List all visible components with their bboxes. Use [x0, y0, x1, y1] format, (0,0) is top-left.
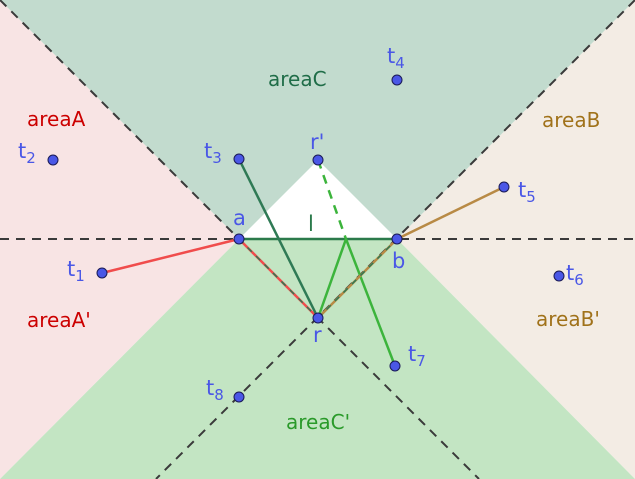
point-t4[interactable]	[391, 74, 403, 86]
segment-l-t7	[344, 238, 397, 367]
label-t6-main: t	[566, 261, 574, 285]
label-t2-sub: 2	[26, 149, 36, 167]
label-t4-sub: 4	[395, 54, 405, 72]
label-point-r: r	[313, 323, 322, 347]
point-r[interactable]	[312, 312, 324, 324]
label-point-l: l	[308, 212, 314, 236]
segment-t3-r	[237, 158, 320, 319]
label-t6-sub: 6	[574, 271, 584, 289]
label-area-b-prime: areaB'	[536, 307, 600, 331]
point-a[interactable]	[233, 233, 245, 245]
label-area-b: areaB	[542, 108, 600, 132]
point-t8[interactable]	[233, 391, 245, 403]
segment-rprime-l	[316, 159, 348, 240]
label-point-t5: t5	[518, 178, 536, 206]
label-point-a: a	[233, 206, 246, 230]
region-area-c-prime	[0, 239, 635, 479]
segment-t1-a	[101, 237, 240, 275]
region-area-c	[0, 0, 635, 239]
point-b[interactable]	[391, 233, 403, 245]
label-area-c-prime: areaC'	[286, 410, 350, 434]
point-t2[interactable]	[47, 154, 59, 166]
label-t8-sub: 8	[214, 386, 224, 404]
label-point-r-prime: r'	[310, 130, 324, 154]
point-t3[interactable]	[233, 153, 245, 165]
label-point-t8: t8	[206, 376, 224, 404]
label-point-t4: t4	[387, 44, 405, 72]
label-point-t1: t1	[67, 257, 85, 285]
label-t7-main: t	[408, 342, 416, 366]
segment-r-b	[317, 238, 398, 319]
label-t8-main: t	[206, 376, 214, 400]
label-t1-sub: 1	[75, 267, 85, 285]
segment-b-t5	[396, 185, 505, 241]
label-t4-main: t	[387, 44, 395, 68]
segment-r-l	[316, 238, 348, 319]
label-t3-sub: 3	[212, 149, 222, 167]
point-r-prime[interactable]	[312, 154, 324, 166]
label-t3-main: t	[204, 139, 212, 163]
segment-a-r	[238, 238, 319, 319]
label-t1-main: t	[67, 257, 75, 281]
points	[47, 74, 565, 403]
label-area-a-prime: areaA'	[27, 308, 91, 332]
label-area-c: areaC	[268, 67, 327, 91]
point-t5[interactable]	[498, 181, 510, 193]
label-t7-sub: 7	[416, 352, 426, 370]
label-point-t2: t2	[18, 139, 36, 167]
label-t5-sub: 5	[526, 188, 536, 206]
label-point-b: b	[392, 249, 405, 273]
label-t5-main: t	[518, 178, 526, 202]
label-area-a: areaA	[27, 107, 86, 131]
point-t6[interactable]	[553, 270, 565, 282]
point-t7[interactable]	[389, 360, 401, 372]
point-t1[interactable]	[96, 267, 108, 279]
label-point-t3: t3	[204, 139, 222, 167]
label-t2-main: t	[18, 139, 26, 163]
label-point-t6: t6	[566, 261, 584, 289]
label-point-t7: t7	[408, 342, 426, 370]
